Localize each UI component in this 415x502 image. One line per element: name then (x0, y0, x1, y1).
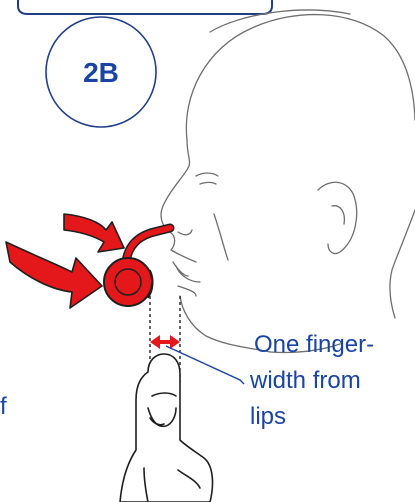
motion-arrow-upper (64, 214, 124, 252)
callout-line-3: lips (250, 403, 286, 430)
callout-line-2: width from (249, 367, 361, 394)
motion-arrow-lower (6, 242, 102, 308)
edge-text-fragment: f (0, 393, 7, 420)
head-profile (161, 10, 415, 352)
measuring-finger (120, 354, 212, 502)
top-frame-edge (18, 0, 272, 14)
device-chamber (104, 258, 152, 306)
step-badge: 2B (46, 17, 156, 127)
spacing-arrow (150, 335, 180, 349)
step-badge-label: 2B (83, 57, 119, 88)
callout-line-1: One finger- (254, 331, 374, 358)
